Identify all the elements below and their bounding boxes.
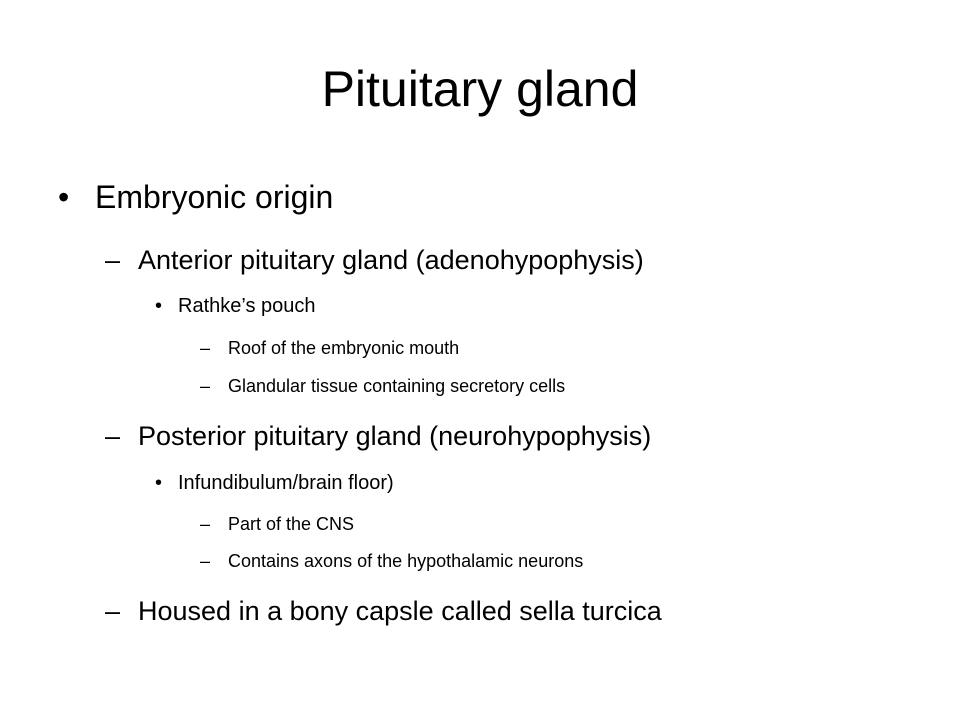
bullet-icon: • bbox=[155, 295, 163, 317]
bullet-text: Embryonic origin bbox=[95, 179, 334, 215]
bullet-icon: • bbox=[155, 472, 163, 494]
subsubbullet-text: Infundibulum/brain floor) bbox=[178, 472, 394, 494]
subbullet-text: Housed in a bony capsle called sella tur… bbox=[138, 596, 662, 626]
subsubbullet-text: Rathke’s pouch bbox=[178, 295, 316, 317]
dash-icon: – bbox=[105, 245, 121, 275]
detail-text: Roof of the embryonic mouth bbox=[228, 338, 460, 358]
dash-icon: – bbox=[200, 376, 211, 396]
detail-text: Contains axons of the hypothalamic neuro… bbox=[228, 551, 584, 571]
dash-icon: – bbox=[105, 596, 121, 626]
detail-text: Part of the CNS bbox=[228, 514, 355, 534]
detail-text: Glandular tissue containing secretory ce… bbox=[228, 376, 566, 396]
dash-icon: – bbox=[200, 338, 211, 358]
slide-title: Pituitary gland bbox=[321, 61, 639, 117]
bullet-icon: • bbox=[58, 179, 70, 215]
subbullet-text: Posterior pituitary gland (neurohypophys… bbox=[138, 421, 652, 451]
subbullet-text: Anterior pituitary gland (adenohypophysi… bbox=[138, 245, 644, 275]
dash-icon: – bbox=[200, 551, 211, 571]
dash-icon: – bbox=[200, 514, 211, 534]
dash-icon: – bbox=[105, 421, 121, 451]
